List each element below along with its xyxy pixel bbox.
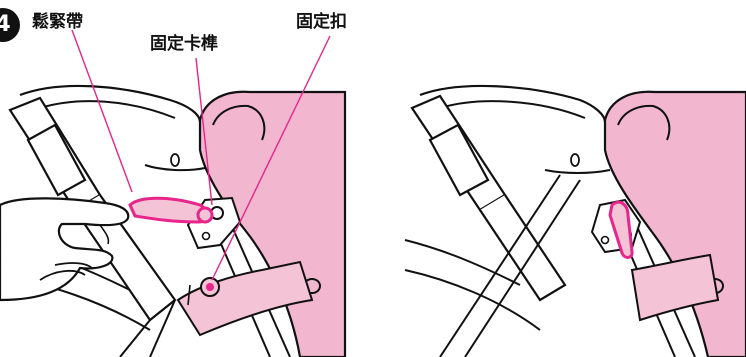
step-number-badge: 4 <box>0 8 20 42</box>
left-seat-inner-edge <box>212 104 266 141</box>
label-loosen-strap: 鬆緊帶 <box>32 12 83 32</box>
leader-loosen-strap <box>71 29 133 193</box>
left-hand <box>0 197 130 302</box>
leader-fixing-buckle <box>211 35 331 281</box>
label-fixing-bar: 固定卡榫 <box>150 34 218 54</box>
left-panel <box>0 29 347 357</box>
right-bottom-strap <box>630 253 720 322</box>
right-panel <box>404 84 746 357</box>
left-strap-loop <box>128 196 209 224</box>
leader-fixing-bar <box>195 57 213 206</box>
label-fixing-buckle: 固定扣 <box>296 12 347 32</box>
right-strap-loop <box>608 200 634 259</box>
